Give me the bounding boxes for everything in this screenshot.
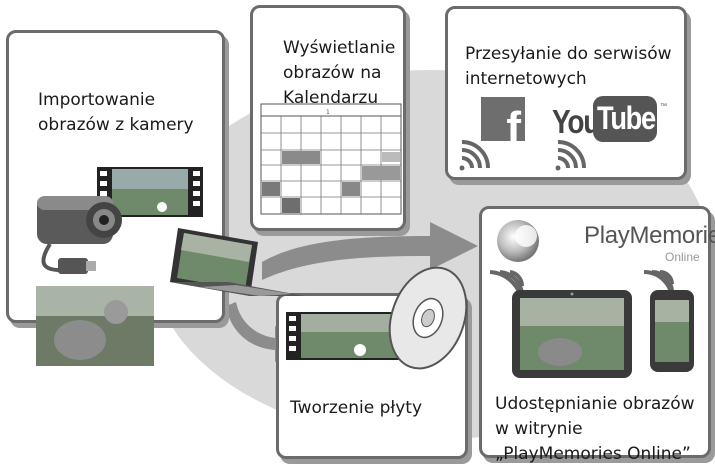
share-label: Udostępnianie obrazów w witrynie „PlayMe…: [495, 394, 695, 464]
usb-plug-icon: [58, 258, 96, 274]
youtube-logo-tube-text: Tube: [597, 100, 656, 136]
facebook-logo-letter: f: [506, 103, 521, 152]
playmemories-subtitle: Online: [665, 250, 700, 264]
facebook-logo-icon: f: [481, 97, 525, 150]
calendar-label: Wyświetlanie obrazów na Kalendarzu: [283, 38, 396, 108]
youtube-logo-you: You: [552, 103, 600, 140]
disc-label: Tworzenie płyty: [290, 398, 423, 418]
arrow-laptop-to-online: [262, 222, 478, 280]
disc-icon: [388, 266, 468, 370]
playmemories-title: PlayMemories: [584, 222, 715, 249]
wireless-signal-icon: [555, 140, 586, 171]
upload-label: Przesyłanie do serwisów internetowych: [465, 44, 672, 89]
wireless-signal-icon: [459, 140, 490, 171]
phone-icon: [650, 290, 694, 372]
youtube-trademark: ™: [660, 103, 667, 110]
calendar-month-number: 1: [326, 109, 330, 116]
import-label: Importowanie obrazów z kamery: [38, 90, 194, 135]
tablet-icon: [512, 290, 632, 378]
photo-thumbnail: [36, 286, 154, 366]
youtube-logo-tube: Tube: [593, 96, 657, 142]
camcorder-icon: [37, 196, 122, 272]
